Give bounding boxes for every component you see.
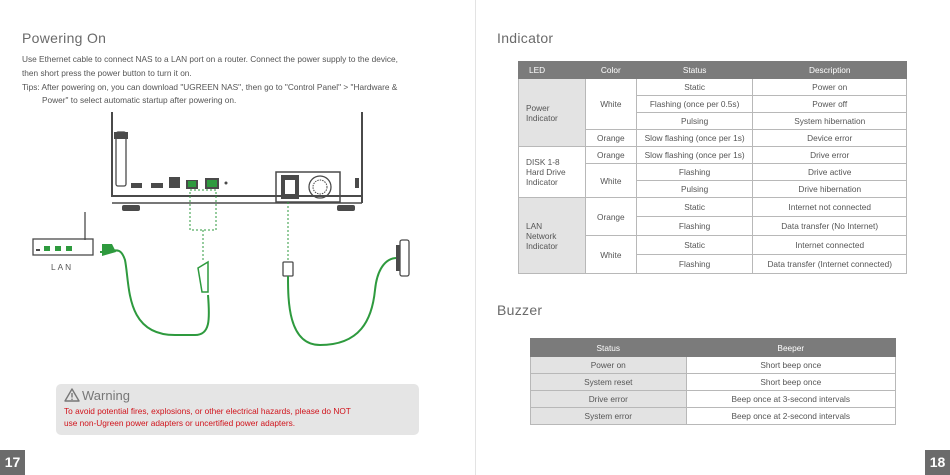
body-line-1: Use Ethernet cable to connect NAS to a L… xyxy=(22,54,398,64)
header-color: Color xyxy=(584,61,637,79)
description-cell: Data transfer (Internet connected) xyxy=(752,254,907,274)
buzzer-status-cell: Drive error xyxy=(530,390,687,408)
status-cell: Flashing xyxy=(635,216,754,236)
description-cell: Internet connected xyxy=(752,235,907,255)
buzzer-beeper-cell: Beep once at 2-second intervals xyxy=(685,407,897,425)
status-cell: Pulsing xyxy=(635,112,754,130)
color-cell: White xyxy=(584,163,637,198)
status-cell: Flashing (once per 0.5s) xyxy=(635,95,754,113)
description-cell: Drive active xyxy=(752,163,907,181)
description-cell: Device error xyxy=(752,129,907,147)
led-power-indicator: Power Indicator xyxy=(518,78,586,147)
header-status: Status xyxy=(635,61,754,79)
description-cell: Drive error xyxy=(752,146,907,164)
buzzer-status-cell: System error xyxy=(530,407,687,425)
buzzer-status-cell: System reset xyxy=(530,373,687,391)
color-cell: Orange xyxy=(584,129,637,147)
indicator-title: Indicator xyxy=(497,30,554,46)
indicator-table: LED Color Status Description Power Indic… xyxy=(518,61,907,274)
router-lan-label: LAN xyxy=(51,262,74,272)
status-cell: Static xyxy=(635,197,754,217)
header-status: Status xyxy=(530,338,687,357)
nas-device xyxy=(111,112,363,211)
description-cell: Power on xyxy=(752,78,907,96)
warning-line-1: To avoid potential fires, explosions, or… xyxy=(64,406,351,416)
page-number-right: 18 xyxy=(925,450,950,475)
color-cell: White xyxy=(584,78,637,130)
color-cell: Orange xyxy=(584,146,637,164)
color-cell: Orange xyxy=(584,197,637,236)
description-cell: System hibernation xyxy=(752,112,907,130)
status-cell: Pulsing xyxy=(635,180,754,198)
warning-title: Warning xyxy=(82,388,130,403)
led-lan-indicator: LAN Network Indicator xyxy=(518,197,586,274)
tips-line-2: Power" to select automatic startup after… xyxy=(42,95,237,105)
description-cell: Drive hibernation xyxy=(752,180,907,198)
status-cell: Flashing xyxy=(635,163,754,181)
buzzer-beeper-cell: Short beep once xyxy=(685,373,897,391)
header-beeper: Beeper xyxy=(685,338,897,357)
powering-on-title: Powering On xyxy=(22,30,107,46)
color-cell: White xyxy=(584,235,637,274)
connection-diagram xyxy=(32,112,410,347)
status-cell: Flashing xyxy=(635,254,754,274)
status-cell: Slow flashing (once per 1s) xyxy=(635,129,754,147)
warning-line-2: use non-Ugreen power adapters or uncerti… xyxy=(64,418,296,428)
description-cell: Internet not connected xyxy=(752,197,907,217)
led-disk-indicator: DISK 1-8 Hard Drive Indicator xyxy=(518,146,586,198)
header-description: Description xyxy=(752,61,907,79)
buzzer-beeper-cell: Beep once at 3-second intervals xyxy=(685,390,897,408)
body-line-2: then short press the power button to tur… xyxy=(22,68,192,78)
status-cell: Static xyxy=(635,235,754,255)
description-cell: Data transfer (No Internet) xyxy=(752,216,907,236)
buzzer-status-cell: Power on xyxy=(530,356,687,374)
warning-icon xyxy=(64,388,80,402)
header-led: LED xyxy=(518,61,586,79)
buzzer-table: Status Beeper Power on Short beep once S… xyxy=(530,338,897,425)
warning-box xyxy=(56,384,419,435)
description-cell: Power off xyxy=(752,95,907,113)
tips-line-1: Tips: After powering on, you can downloa… xyxy=(22,82,398,92)
page-number-left: 17 xyxy=(0,450,25,475)
status-cell: Slow flashing (once per 1s) xyxy=(635,146,754,164)
status-cell: Static xyxy=(635,78,754,96)
page-divider xyxy=(475,0,476,475)
buzzer-title: Buzzer xyxy=(497,302,543,318)
router xyxy=(32,212,94,256)
buzzer-beeper-cell: Short beep once xyxy=(685,356,897,374)
